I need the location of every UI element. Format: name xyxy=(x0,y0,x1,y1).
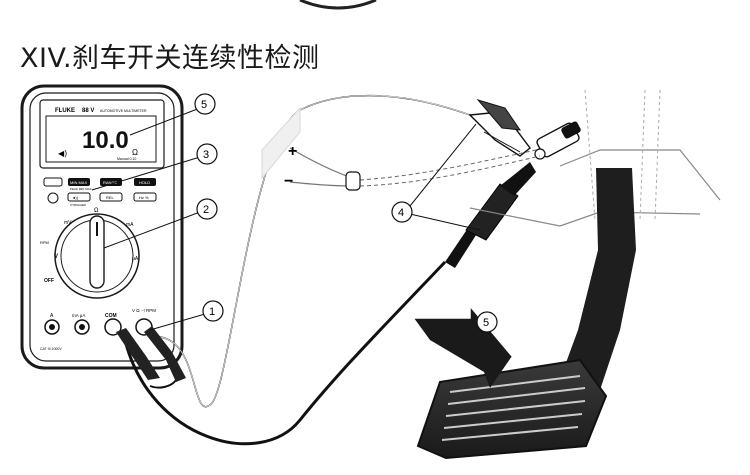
model-label: 88 V xyxy=(82,108,94,114)
svg-text:MIN MAX: MIN MAX xyxy=(70,180,87,185)
lcd-note: Manual 0.10 xyxy=(117,157,136,161)
svg-text:3: 3 xyxy=(203,149,209,161)
model-sub-label: AUTOMOTIVE MULTIMETER xyxy=(100,109,147,113)
jack-v-label: V Ω ⊣ RPM xyxy=(132,308,156,313)
backlight-button[interactable] xyxy=(48,193,58,203)
red-lead-outline xyxy=(150,96,470,407)
jack-com-label: COM xyxy=(105,313,117,319)
beep-button[interactable] xyxy=(68,193,90,201)
svg-text:1: 1 xyxy=(209,306,215,318)
svg-text:CTRIGGER: CTRIGGER xyxy=(70,203,87,207)
svg-text:●)): ●)) xyxy=(73,195,79,200)
svg-text:PEAK MIN MAX: PEAK MIN MAX xyxy=(70,187,92,191)
brand-label: FLUKE xyxy=(55,108,75,114)
jack-ma-label: mA μA xyxy=(72,313,85,318)
svg-text:5: 5 xyxy=(483,317,489,329)
svg-text:Hz %: Hz % xyxy=(139,195,149,200)
brake-pedal xyxy=(418,360,606,458)
pedal-arm xyxy=(556,168,636,390)
svg-text:REL: REL xyxy=(106,195,115,200)
lcd-unit: Ω xyxy=(132,148,138,157)
svg-text:4: 4 xyxy=(398,207,404,219)
dial-off-label: OFF xyxy=(44,278,54,284)
dial-ua-label: μA xyxy=(132,256,139,262)
dial-mv-label: mV xyxy=(64,220,72,226)
minus-sign: − xyxy=(284,173,293,190)
jack-note: CAT III 1000V xyxy=(40,347,62,351)
dial-rpm-label: RPM xyxy=(40,240,49,245)
svg-text:2: 2 xyxy=(203,204,209,216)
lcd-reading: 10.0 xyxy=(82,127,129,154)
harness-plug xyxy=(346,172,360,190)
dial-ohm-label: Ω xyxy=(94,208,99,214)
multimeter: FLUKE 88 V AUTOMOTIVE MULTIMETER ◀) 10.0… xyxy=(22,86,182,368)
svg-text:5: 5 xyxy=(201,99,207,111)
top-arc xyxy=(300,0,376,8)
dial-ma-label: mA xyxy=(126,222,134,228)
brake-switch xyxy=(535,120,582,159)
svg-text:◀): ◀) xyxy=(58,149,67,158)
dial-v-label: V xyxy=(54,254,58,260)
svg-text:HOLD: HOLD xyxy=(139,180,150,185)
